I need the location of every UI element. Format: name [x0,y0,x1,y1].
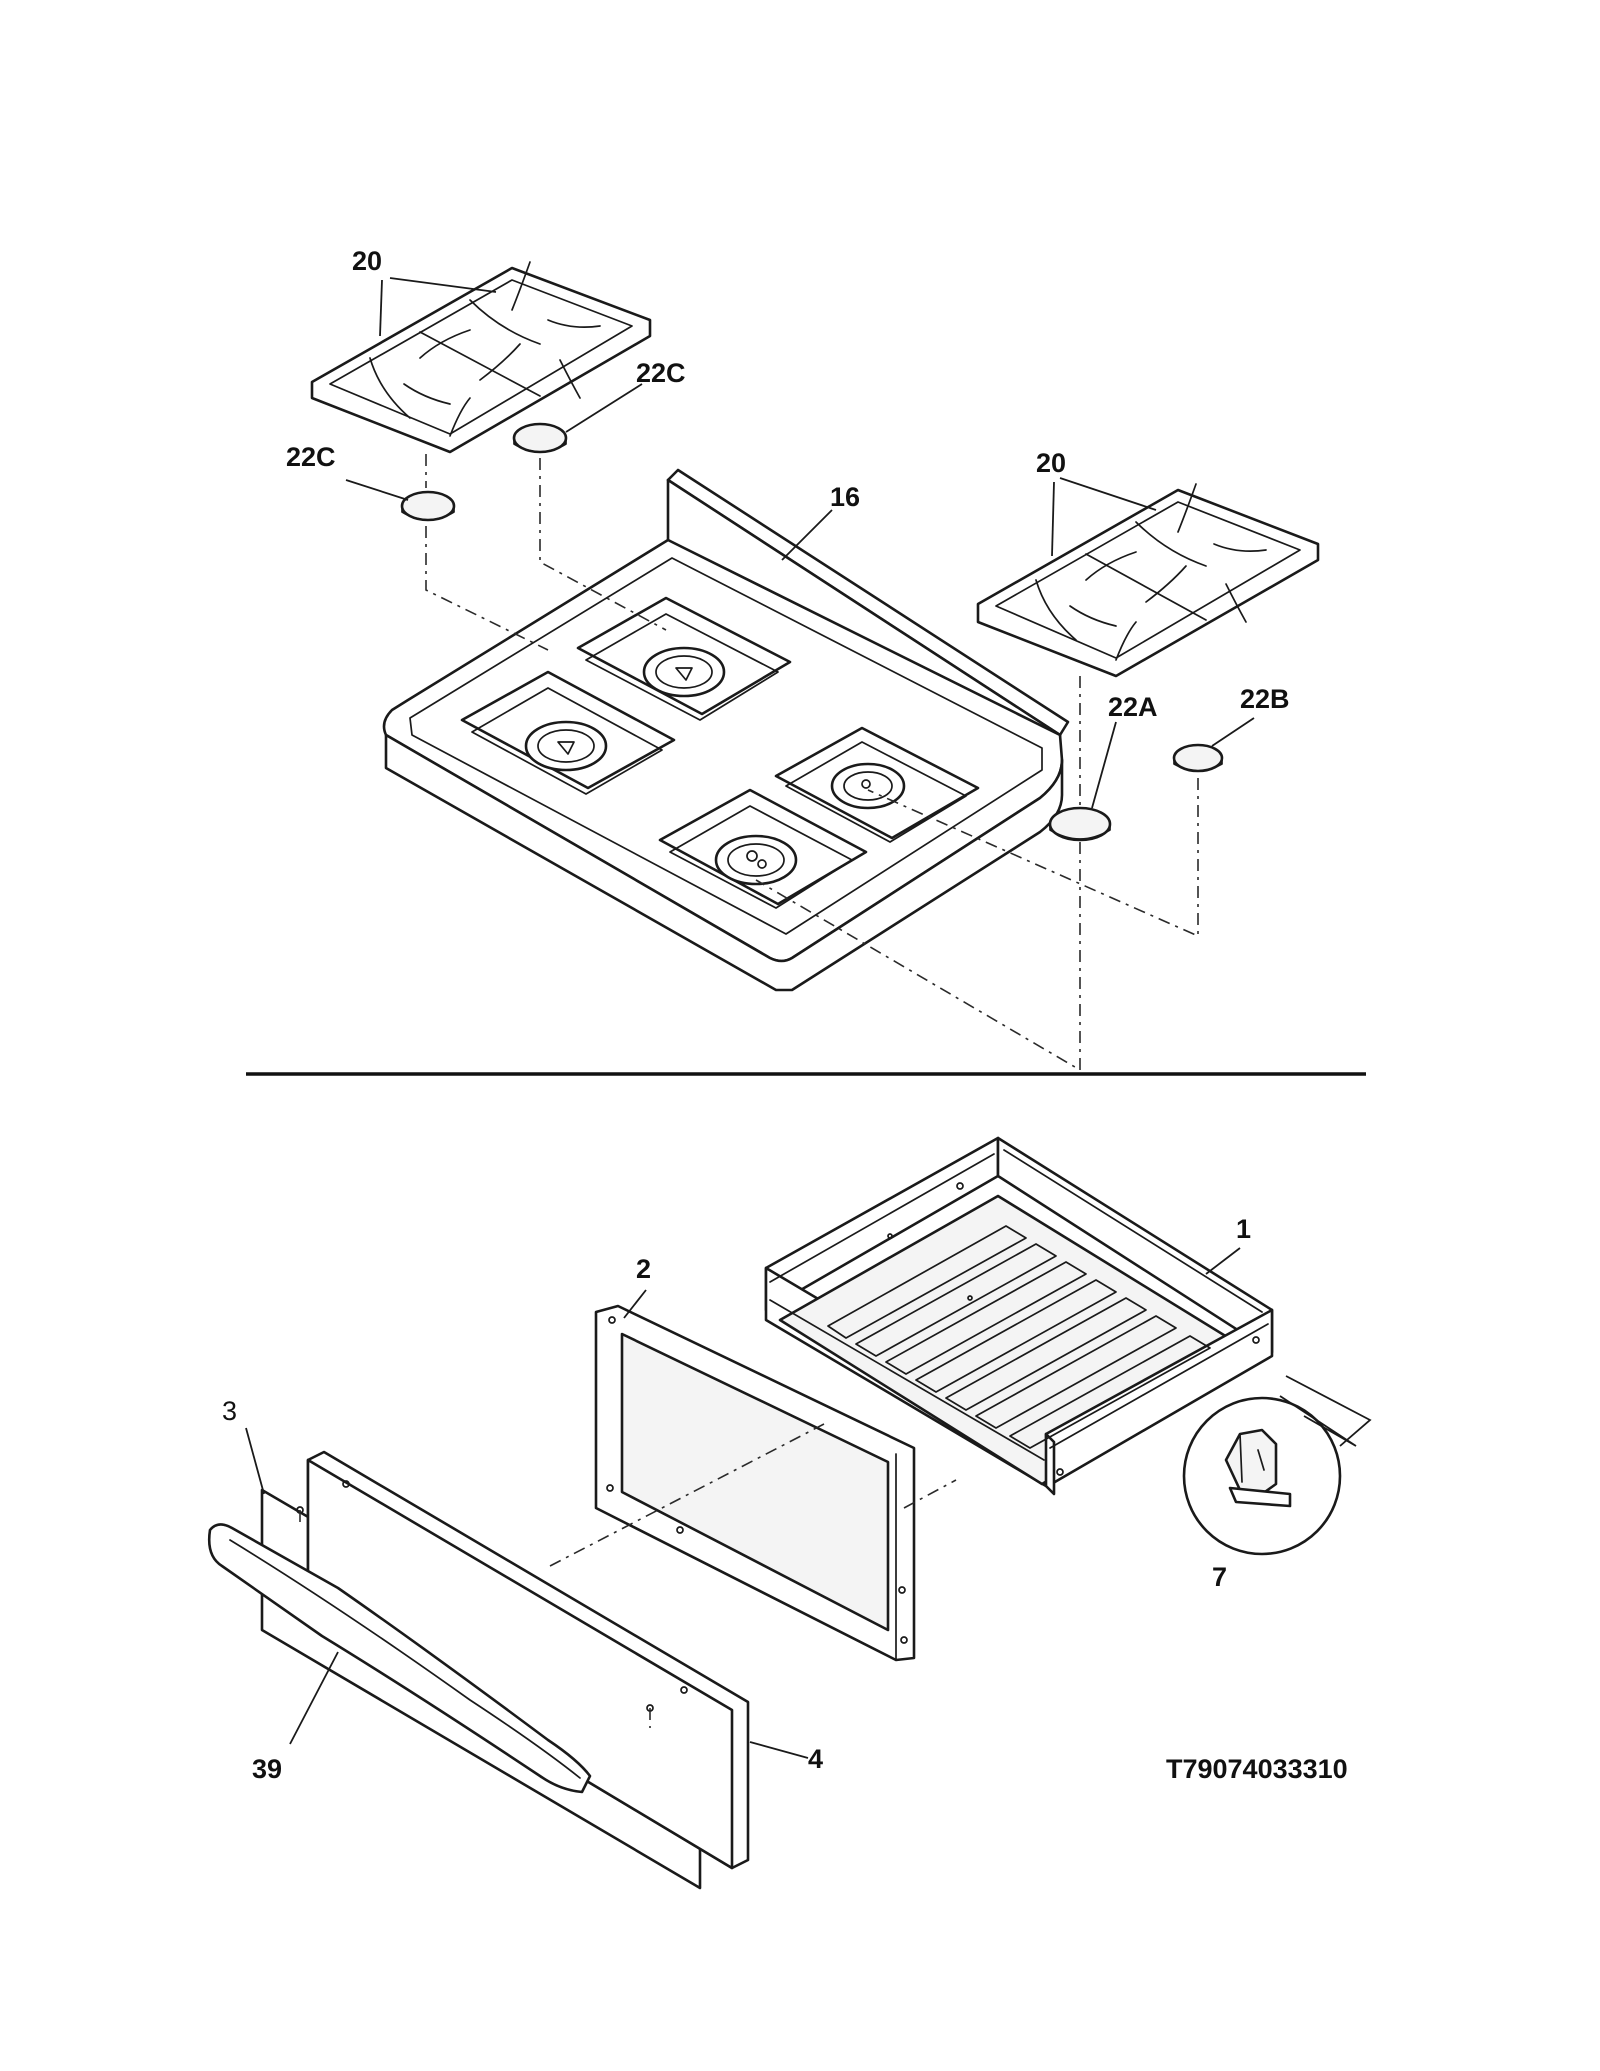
diagram-code: T79074033310 [1166,1754,1348,1784]
leader-line [749,1741,809,1759]
cooktop-assembly: 20 22C 22C 16 20 22A 22B [286,246,1320,1072]
alignment-line [539,458,667,631]
drawer-liner [594,1304,916,1662]
alignment-line [755,842,1081,1072]
callout-20-right: 20 [1036,448,1066,478]
callout-22a: 22A [1108,692,1158,722]
grate-left [310,261,652,454]
callout-2: 2 [636,1254,651,1284]
leader-line [1059,477,1157,511]
drawer-front [296,1450,750,1870]
alignment-line [867,778,1199,938]
alignment-line [903,1479,957,1509]
leader-line [1211,717,1255,747]
drawer-body [764,1136,1274,1496]
leader-line [781,509,833,561]
callout-3: 3 [222,1396,237,1426]
burner-cap-22a [1048,806,1112,842]
drawer-handle [207,1523,592,1794]
alignment-line [549,1423,825,1567]
alignment-line [425,526,549,651]
callout-7: 7 [1212,1562,1227,1592]
callout-1: 1 [1236,1214,1251,1244]
callout-22c-left: 22C [286,442,336,472]
burner-cap-22c-right [512,422,568,454]
callout-16: 16 [830,482,860,512]
leader-line [565,383,643,433]
drawer-assembly: 1 2 3 7 39 4 [207,1136,1372,1890]
grate-right [976,483,1320,678]
callout-22b: 22B [1240,684,1290,714]
burner-cap-22c-left [400,490,456,522]
leader-line [623,1289,647,1319]
burner-cap-22b [1172,743,1224,773]
leader-line [245,1427,265,1495]
cooktop-main-top [382,468,1070,992]
callout-4: 4 [808,1744,823,1774]
callout-22c-right: 22C [636,358,686,388]
clip-detail [1182,1375,1372,1556]
callout-39: 39 [252,1754,282,1784]
leader-line [389,277,497,293]
leader-line [1205,1247,1241,1275]
leader-line [1051,481,1055,557]
leader-line [379,279,383,337]
leader-line [289,1651,339,1745]
leader-line [345,479,409,501]
callout-20-left: 20 [352,246,382,276]
leader-line [1091,721,1117,809]
